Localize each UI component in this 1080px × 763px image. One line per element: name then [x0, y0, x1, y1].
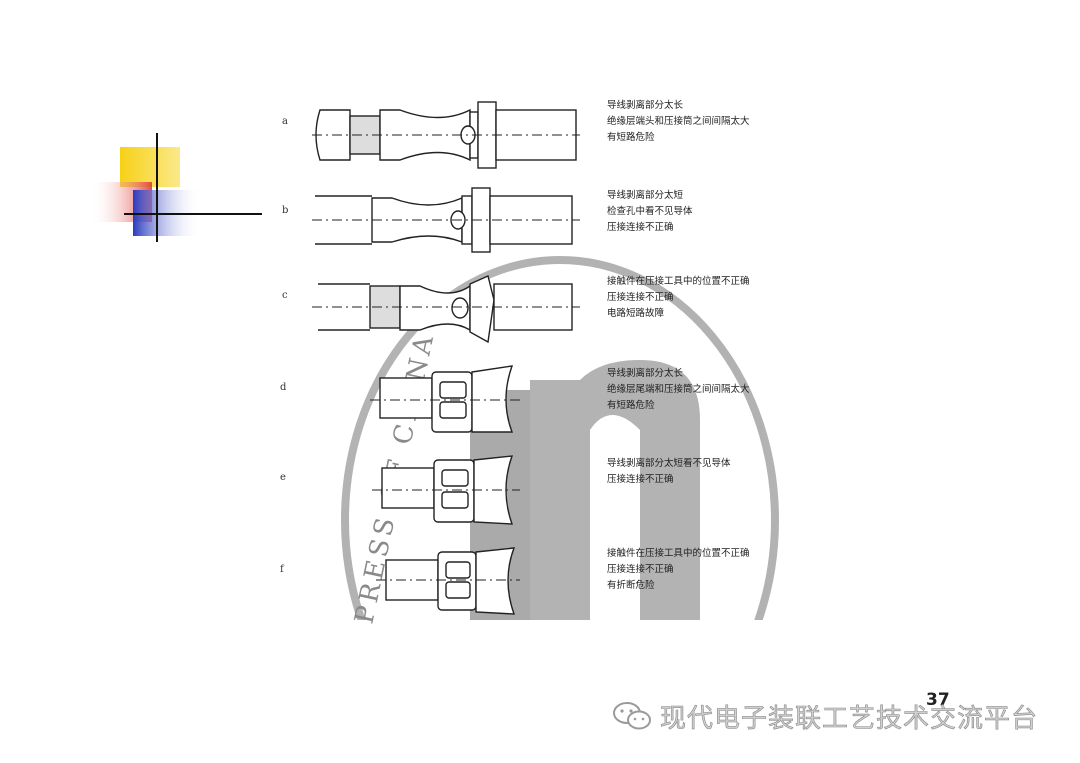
note-line: 导线剥离部分太长 — [607, 368, 684, 379]
row-letter-d: d — [280, 382, 287, 393]
note-line: 压接连接不正确 — [607, 292, 674, 303]
row-letter-e: e — [280, 472, 286, 483]
crimp-figure: PRESS OF CHINA — [280, 101, 800, 630]
note-line: 导线剥离部分太短 — [607, 190, 684, 201]
note-row-e: 导线剥离部分太短看不见导体 压接连接不正确 — [607, 456, 731, 488]
note-row-c: 接触件在压接工具中的位置不正确 压接连接不正确 电路短路故障 — [607, 274, 750, 322]
drawing-row-b — [312, 187, 580, 253]
note-line: 绝缘层尾端和压接筒之间间隔太大 — [607, 384, 750, 395]
note-line: 有折断危险 — [607, 580, 655, 591]
wechat-icon — [613, 702, 651, 730]
note-row-a: 导线剥离部分太长 绝缘层端头和压接筒之间间隔太大 有短路危险 — [607, 98, 750, 146]
row-letter-a: a — [282, 116, 288, 127]
wechat-watermark: 现代电子装联工艺技术交流平台 — [612, 700, 1039, 734]
note-line: 接触件在压接工具中的位置不正确 — [607, 548, 750, 559]
row-letter-f: f — [280, 564, 284, 575]
note-line: 压接连接不正确 — [607, 474, 674, 485]
note-line: 接触件在压接工具中的位置不正确 — [607, 276, 750, 287]
note-row-d: 导线剥离部分太长 绝缘层尾端和压接筒之间间隔太大 有短路危险 — [607, 366, 750, 414]
drawing-row-d — [370, 365, 520, 433]
note-line: 导线剥离部分太长 — [607, 100, 684, 111]
note-row-b: 导线剥离部分太短 检查孔中看不见导体 压接连接不正确 — [607, 188, 693, 236]
note-line: 有短路危险 — [607, 400, 655, 411]
drawing-row-e — [372, 455, 520, 525]
drawing-row-a — [312, 101, 580, 169]
row-letter-c: c — [282, 290, 288, 301]
note-line: 有短路危险 — [607, 132, 655, 143]
note-line: 压接连接不正确 — [607, 564, 674, 575]
note-line: 检查孔中看不见导体 — [607, 206, 693, 217]
note-line: 压接连接不正确 — [607, 222, 674, 233]
decor-yellow-square — [120, 147, 180, 187]
drawing-row-c — [312, 275, 580, 344]
note-row-f: 接触件在压接工具中的位置不正确 压接连接不正确 有折断危险 — [607, 546, 750, 594]
page-number: 37 — [926, 690, 950, 710]
row-letter-b: b — [282, 205, 289, 216]
note-line: 导线剥离部分太短看不见导体 — [607, 458, 731, 469]
watermark-text: 现代电子装联工艺技术交流平台 — [660, 703, 1039, 734]
note-line: 电路短路故障 — [607, 308, 665, 319]
drawing-row-f — [376, 547, 520, 615]
note-line: 绝缘层端头和压接筒之间间隔太大 — [607, 116, 750, 127]
